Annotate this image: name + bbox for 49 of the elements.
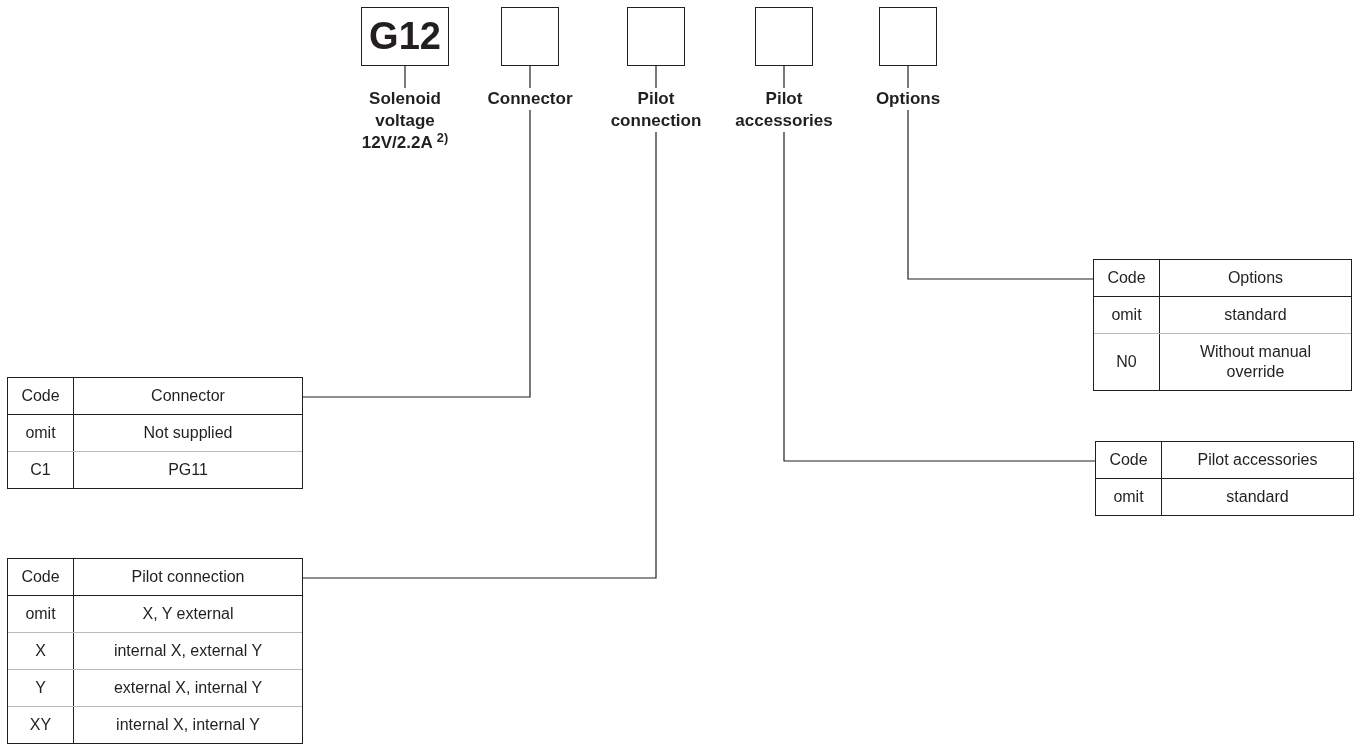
- connector-line: [783, 65, 785, 89]
- code-cell: N0: [1116, 352, 1137, 372]
- code-table: [1095, 441, 1354, 516]
- description-cell-text: Without manual override: [1198, 342, 1313, 382]
- code-cell: X: [35, 641, 46, 661]
- code-cell: C1: [30, 460, 51, 480]
- empty-code-box: [501, 7, 559, 66]
- connector-line: [907, 65, 909, 89]
- description-cell: external X, internal Y: [113, 678, 263, 698]
- connector-line: [302, 131, 657, 579]
- code-cell: omit: [25, 604, 56, 624]
- description-cell: PG11: [168, 460, 208, 480]
- field-label: Pilot connection: [596, 88, 716, 132]
- description-cell: Not supplied: [143, 423, 233, 443]
- code-table: [7, 377, 303, 489]
- connector-line: [655, 65, 657, 89]
- column-header: Pilot accessories: [1197, 450, 1318, 470]
- empty-code-box: [879, 7, 937, 66]
- description-cell: standard: [1226, 487, 1289, 507]
- code-cell: omit: [1113, 487, 1144, 507]
- field-label: Connector: [475, 88, 585, 110]
- code-cell: omit: [1111, 305, 1142, 325]
- column-header: Code: [21, 386, 60, 406]
- column-header: Connector: [151, 386, 225, 406]
- description-cell: X, Y external: [142, 604, 234, 624]
- empty-code-box: [627, 7, 685, 66]
- connector-line: [783, 131, 1096, 462]
- code-table: [7, 558, 303, 744]
- connector-line: [907, 109, 1094, 280]
- column-header: Pilot connection: [131, 567, 245, 587]
- connector-line: [529, 65, 531, 89]
- field-label: Options: [853, 88, 963, 110]
- column-header: Code: [1107, 268, 1146, 288]
- code-table: [1093, 259, 1352, 391]
- description-cell: internal X, external Y: [113, 641, 263, 661]
- field-label: Pilot accessories: [724, 88, 844, 132]
- code-box: G12: [361, 7, 449, 66]
- column-header: Code: [1109, 450, 1148, 470]
- code-cell: Y: [35, 678, 46, 698]
- description-cell: internal X, internal Y: [116, 715, 260, 735]
- column-header: Code: [21, 567, 60, 587]
- connector-line: [302, 109, 531, 398]
- description-cell: standard: [1224, 305, 1287, 325]
- column-header: Options: [1227, 268, 1284, 288]
- code-cell: XY: [29, 715, 52, 735]
- field-label: Solenoid voltage 12V/2.2A $^{2)}$: [350, 88, 460, 154]
- code-cell: omit: [25, 423, 56, 443]
- connector-line: [404, 65, 406, 89]
- empty-code-box: [755, 7, 813, 66]
